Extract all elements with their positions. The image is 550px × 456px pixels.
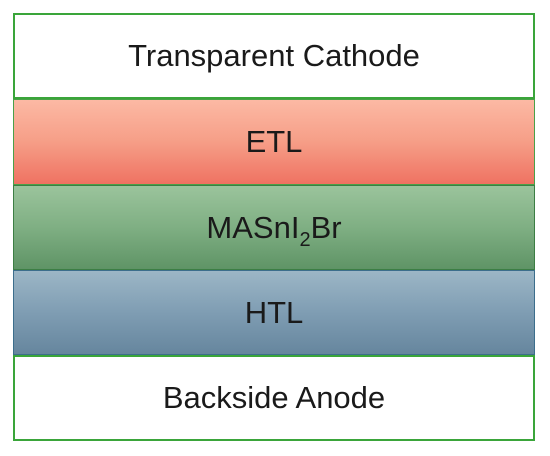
absorber-label: MASnI2Br <box>206 209 342 250</box>
absorber-layer: MASnI2Br <box>13 185 535 270</box>
cathode-label: Transparent Cathode <box>128 38 420 73</box>
htl-layer: HTL <box>13 270 535 355</box>
backside-anode-layer: Backside Anode <box>13 355 535 441</box>
etl-layer: ETL <box>13 99 535 185</box>
anode-label: Backside Anode <box>162 380 386 415</box>
transparent-cathode-layer: Transparent Cathode <box>13 13 535 99</box>
etl-label: ETL <box>245 124 303 159</box>
htl-label: HTL <box>244 294 304 330</box>
absorber-formula-main: MASnI <box>206 209 300 245</box>
absorber-formula-suffix: Br <box>310 209 342 245</box>
absorber-formula-subscript: 2 <box>299 228 311 251</box>
